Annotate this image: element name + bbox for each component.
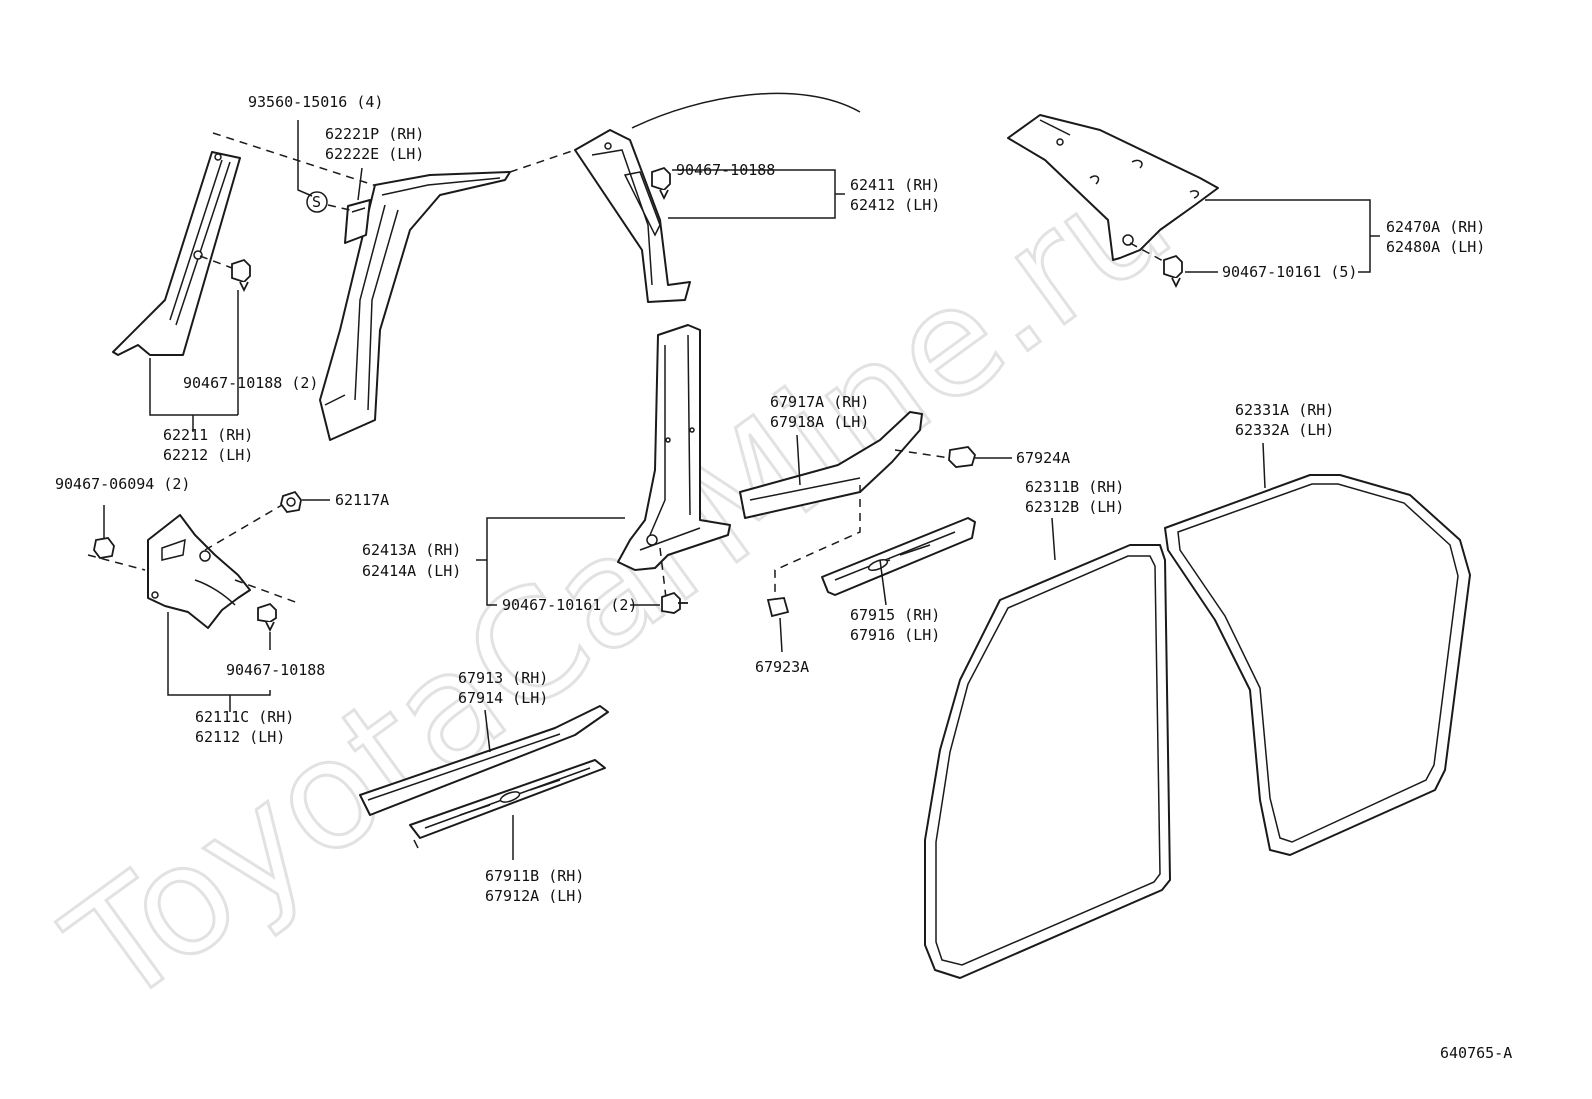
label-62312B: 62312B (LH) — [1025, 498, 1124, 516]
front-door-scuff-plate — [409, 759, 606, 849]
label-90467-10188-2: 90467-10188 (2) — [183, 374, 318, 392]
label-67912A: 67912A (LH) — [485, 887, 584, 905]
label-62413A: 62413A (RH) — [362, 541, 461, 559]
center-pillar-lower-garnish — [617, 324, 731, 571]
label-67923A: 67923A — [755, 658, 809, 676]
pillar-bracket-62221P — [344, 199, 371, 244]
label-62111C: 62111C (RH) — [195, 708, 294, 726]
label-62470A: 62470A (RH) — [1386, 218, 1485, 236]
rear-door-scuff-plate-inner — [739, 411, 923, 519]
label-67924A: 67924A — [1016, 449, 1070, 467]
label-90467-06094: 90467-06094 (2) — [55, 475, 190, 493]
dash-clip-quarter — [1129, 242, 1166, 263]
label-62480A: 62480A (LH) — [1386, 238, 1485, 256]
clip-67924A — [948, 446, 977, 468]
label-62221P: 62221P (RH) — [325, 125, 424, 143]
s-marker-label: S — [312, 193, 321, 211]
label-67914: 67914 (LH) — [458, 689, 548, 707]
label-62212: 62212 (LH) — [163, 446, 253, 464]
roof-line-mid — [509, 149, 576, 173]
dash-cowl-top — [204, 504, 283, 551]
label-62331A: 62331A (RH) — [1235, 401, 1334, 419]
label-62211: 62211 (RH) — [163, 426, 253, 444]
clip-90467-10188-a — [231, 258, 251, 293]
label-62117A: 62117A — [335, 491, 389, 509]
label-67911B: 67911B (RH) — [485, 867, 584, 885]
label-62311B: 62311B (RH) — [1025, 478, 1124, 496]
clip-90467-10161-a — [1163, 254, 1183, 289]
clip-90467-10188-b — [651, 166, 671, 201]
label-67917A: 67917A (RH) — [770, 393, 869, 411]
label-67918A: 67918A (LH) — [770, 413, 869, 431]
rear-door-scuff-plate — [821, 517, 976, 596]
dash-clip-a-pillar — [199, 255, 233, 269]
label-62411: 62411 (RH) — [850, 176, 940, 194]
clip-90467-10161-b — [661, 591, 688, 614]
label-67916: 67916 (LH) — [850, 626, 940, 644]
cowl-side-trim — [147, 514, 251, 629]
roof-side-quarter-trim — [1007, 114, 1219, 261]
label-90467-10161-5: 90467-10161 (5) — [1222, 263, 1357, 281]
front-pillar-garnish — [112, 151, 241, 356]
front-door-weatherstrip — [924, 544, 1171, 979]
leader-lines — [103, 120, 1380, 860]
label-90467-10188-lower: 90467-10188 — [226, 661, 325, 679]
dash-67924 — [894, 449, 951, 459]
roof-side-inner-panel — [319, 171, 511, 441]
label-62112: 62112 (LH) — [195, 728, 285, 746]
label-62222E: 62222E (LH) — [325, 145, 424, 163]
dash-s-marker — [327, 204, 351, 211]
clip-90467-06094 — [93, 537, 115, 559]
rear-door-weatherstrip — [1164, 474, 1471, 856]
dash-cowl-left — [87, 554, 146, 571]
label-90467-10188-top: 90467-10188 — [676, 161, 775, 179]
s-marker-circle — [306, 191, 328, 213]
center-pillar-upper-garnish — [574, 129, 691, 303]
label-62412: 62412 (LH) — [850, 196, 940, 214]
clip-90467-10188-c — [257, 602, 277, 633]
label-93560-15016: 93560-15016 (4) — [248, 93, 383, 111]
roof-line-rear — [631, 92, 861, 129]
clip-62117A — [280, 490, 302, 513]
label-67915: 67915 (RH) — [850, 606, 940, 624]
dash-cowl-right — [234, 579, 299, 604]
label-62332A: 62332A (LH) — [1235, 421, 1334, 439]
label-90467-10161-2: 90467-10161 (2) — [502, 596, 637, 614]
label-67913: 67913 (RH) — [458, 669, 548, 687]
front-door-scuff-plate-inner — [359, 705, 609, 816]
clip-67923A — [766, 597, 790, 618]
label-62414A: 62414A (LH) — [362, 562, 461, 580]
diagram-code: 640765-A — [1440, 1044, 1512, 1062]
dash-67923 — [774, 485, 861, 598]
